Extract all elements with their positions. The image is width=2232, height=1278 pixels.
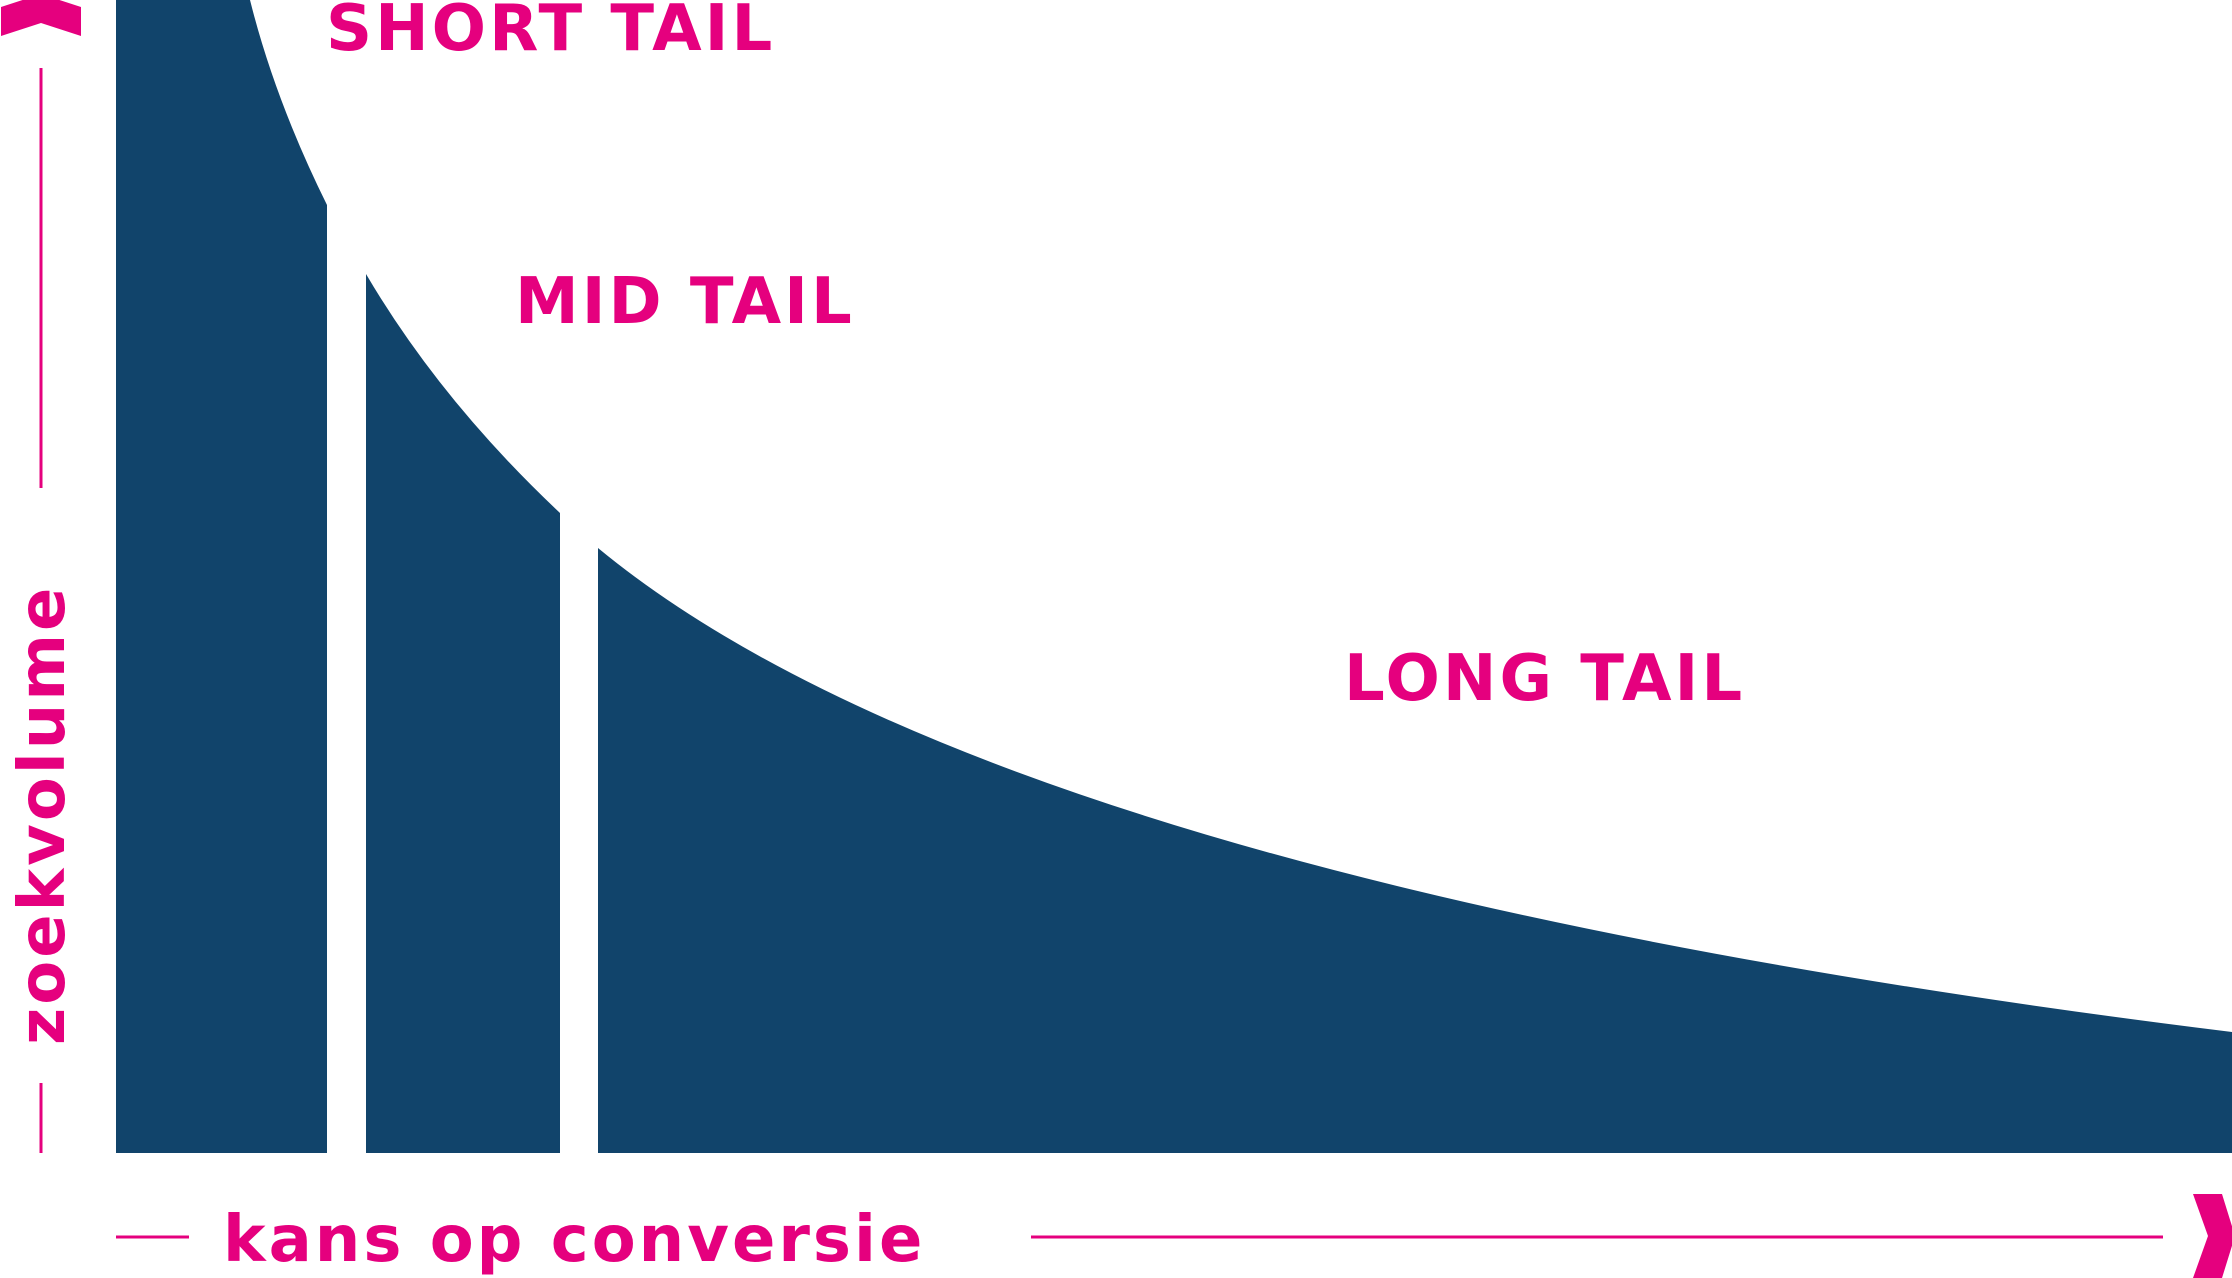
long-tail-area bbox=[598, 548, 2232, 1153]
x-axis-chevron-right-icon bbox=[2193, 1194, 2232, 1278]
y-axis: zoekvolume bbox=[1, 0, 81, 1153]
x-axis: kans op conversie bbox=[116, 1194, 2232, 1278]
mid-tail-label: MID TAIL bbox=[515, 265, 855, 339]
mid-tail-area bbox=[366, 274, 560, 1153]
y-axis-label: zoekvolume bbox=[6, 585, 80, 1045]
long-tail-label: LONG TAIL bbox=[1344, 642, 1745, 716]
x-axis-label: kans op conversie bbox=[223, 1203, 925, 1277]
short-tail-area bbox=[116, 0, 327, 1153]
y-axis-chevron-up-icon bbox=[1, 0, 81, 36]
short-tail-label: SHORT TAIL bbox=[326, 0, 775, 66]
